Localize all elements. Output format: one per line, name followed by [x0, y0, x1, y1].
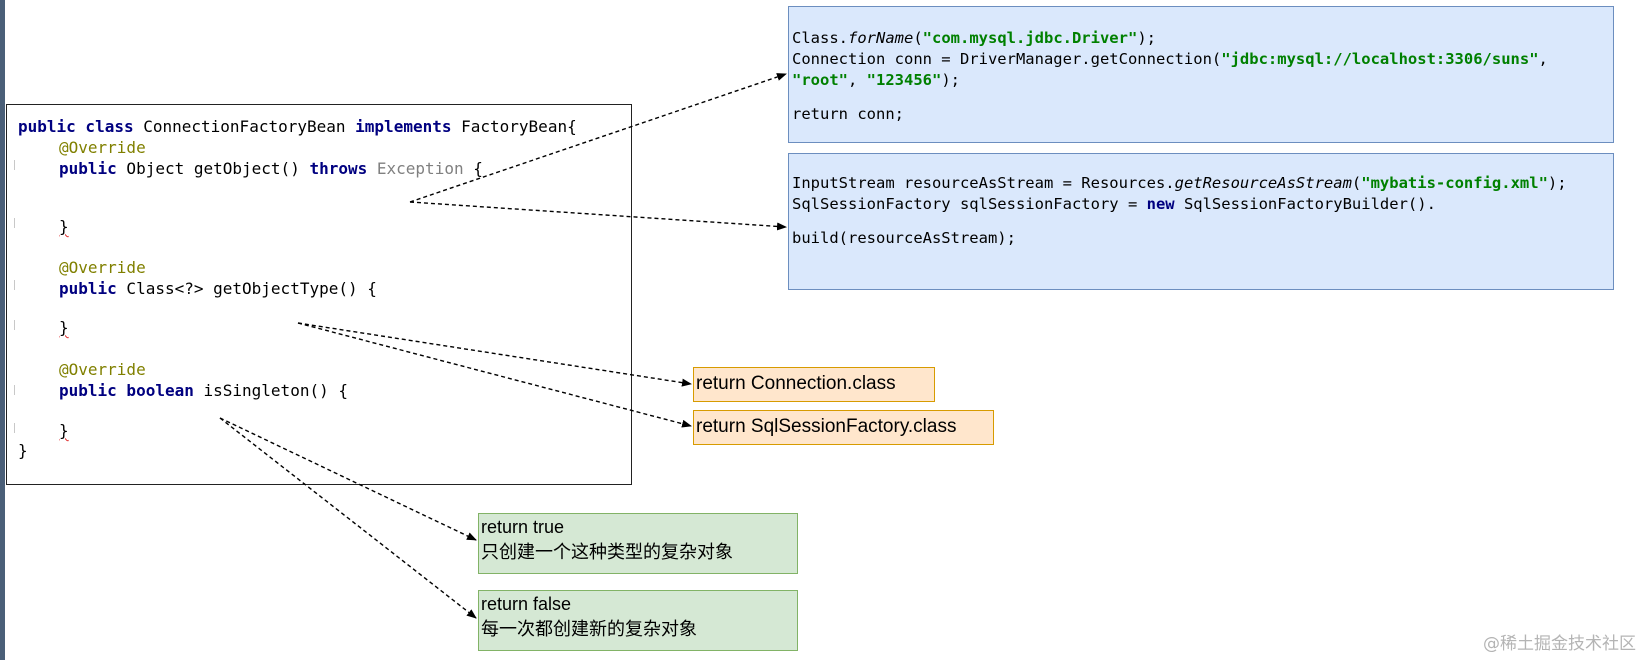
jdbc-line-3: "root", "123456"); [792, 71, 960, 89]
jdbc-line-1: Class.forName("com.mysql.jdbc.Driver"); [792, 29, 1156, 47]
return-connection-class-box: return Connection.class [693, 367, 935, 402]
arrow-to-singleton-true [219, 417, 477, 541]
is-singleton-close-brace: } [59, 421, 69, 440]
jdbc-line-2: Connection conn = DriverManager.getConne… [792, 50, 1548, 68]
gutter-mark [14, 320, 15, 330]
override-annotation: @Override [59, 258, 146, 277]
get-object-type-close-brace: } [59, 318, 69, 337]
return-sqlsession-class-box: return SqlSessionFactory.class [693, 410, 994, 445]
singleton-false-return: return false [481, 594, 572, 614]
gutter-mark [14, 280, 15, 290]
override-annotation: @Override [59, 360, 146, 379]
arrow-to-singleton-false [219, 417, 477, 619]
window-edge [0, 0, 5, 660]
gutter-mark [14, 160, 15, 170]
singleton-true-return: return true [481, 517, 565, 537]
mybatis-line-1: InputStream resourceAsStream = Resources… [792, 174, 1567, 192]
get-object-signature: public Object getObject() throws Excepti… [59, 159, 483, 178]
mybatis-line-2: SqlSessionFactory sqlSessionFactory = ne… [792, 195, 1436, 213]
gutter-mark [14, 218, 15, 228]
singleton-true-description: 只创建一个这种类型的复杂对象 [481, 542, 733, 562]
arrow-to-mybatis-box [409, 201, 787, 231]
singleton-false-description: 每一次都创建新的复杂对象 [481, 619, 697, 639]
jdbc-connection-code-box: Class.forName("com.mysql.jdbc.Driver"); … [788, 6, 1614, 143]
get-object-close-brace: } [59, 217, 69, 236]
singleton-true-box: return true 只创建一个这种类型的复杂对象 [478, 513, 798, 574]
watermark: @稀土掘金技术社区 [1483, 634, 1636, 654]
singleton-false-box: return false 每一次都创建新的复杂对象 [478, 590, 798, 651]
class-declaration-line: public class ConnectionFactoryBean imple… [18, 117, 577, 136]
mybatis-line-3: build(resourceAsStream); [792, 229, 1016, 247]
mybatis-session-code-box: InputStream resourceAsStream = Resources… [788, 153, 1614, 290]
gutter-mark [14, 423, 15, 433]
override-annotation: @Override [59, 138, 146, 157]
arrow-to-jdbc-box [409, 73, 787, 203]
gutter-mark [14, 385, 15, 395]
jdbc-line-4: return conn; [792, 105, 904, 123]
factory-bean-code-box: public class ConnectionFactoryBean imple… [6, 104, 632, 485]
get-object-type-signature: public Class<?> getObjectType() { [59, 279, 377, 298]
arrow-to-connection-class [297, 322, 692, 387]
arrow-to-sqlsession-class [297, 322, 692, 428]
is-singleton-signature: public boolean isSingleton() { [59, 381, 348, 400]
class-close-brace: } [18, 441, 28, 460]
